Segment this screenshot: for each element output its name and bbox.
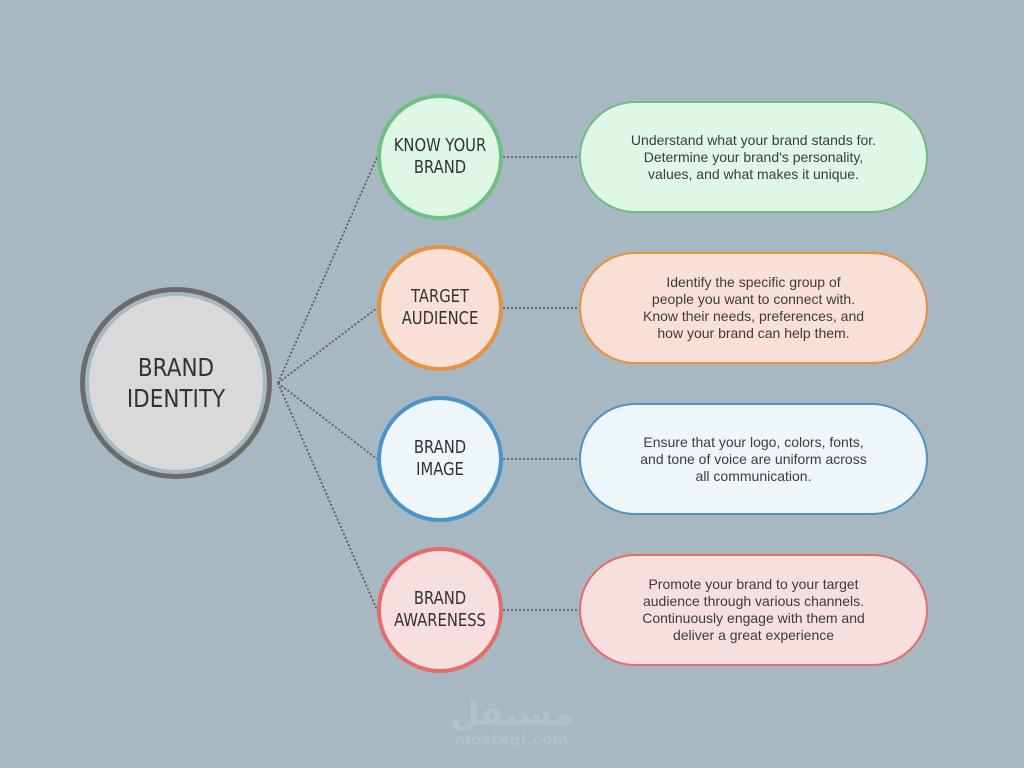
topic-node-brand-image: BRAND IMAGE <box>377 396 503 522</box>
connector-central-to-know-your-brand <box>277 156 378 384</box>
description-text-target-audience: Identify the specific group of people yo… <box>642 274 865 341</box>
description-box-target-audience: Identify the specific group of people yo… <box>579 252 928 364</box>
central-node-fill: BRAND IDENTITY <box>89 296 263 470</box>
description-box-know-your-brand: Understand what your brand stands for. D… <box>579 101 928 213</box>
connector-central-to-target-audience <box>277 307 378 384</box>
topic-label-brand-awareness: BRAND AWARENESS <box>394 588 486 631</box>
connector-central-to-brand-awareness <box>277 382 378 611</box>
description-text-brand-image: Ensure that your logo, colors, fonts, an… <box>640 433 867 484</box>
topic-node-target-audience: TARGET AUDIENCE <box>377 245 503 371</box>
watermark-latin-text: mostaql.com <box>454 731 570 749</box>
description-text-know-your-brand: Understand what your brand stands for. D… <box>630 131 877 182</box>
watermark-arabic-text: مستقل <box>449 694 575 734</box>
topic-node-know-your-brand: KNOW YOUR BRAND <box>377 94 503 220</box>
topic-label-target-audience: TARGET AUDIENCE <box>401 286 479 329</box>
central-node-label: BRAND IDENTITY <box>126 353 226 413</box>
description-text-brand-awareness: Promote your brand to your target audien… <box>642 576 865 643</box>
central-node: BRAND IDENTITY <box>80 287 272 479</box>
mostaql-watermark: مستقل mostaql.com <box>430 696 594 748</box>
description-box-brand-awareness: Promote your brand to your target audien… <box>579 554 928 666</box>
description-box-brand-image: Ensure that your logo, colors, fonts, an… <box>579 403 928 515</box>
connector-central-to-brand-image <box>277 382 378 460</box>
topic-label-know-your-brand: KNOW YOUR BRAND <box>393 135 487 178</box>
topic-label-brand-image: BRAND IMAGE <box>413 437 467 480</box>
topic-node-brand-awareness: BRAND AWARENESS <box>377 547 503 673</box>
